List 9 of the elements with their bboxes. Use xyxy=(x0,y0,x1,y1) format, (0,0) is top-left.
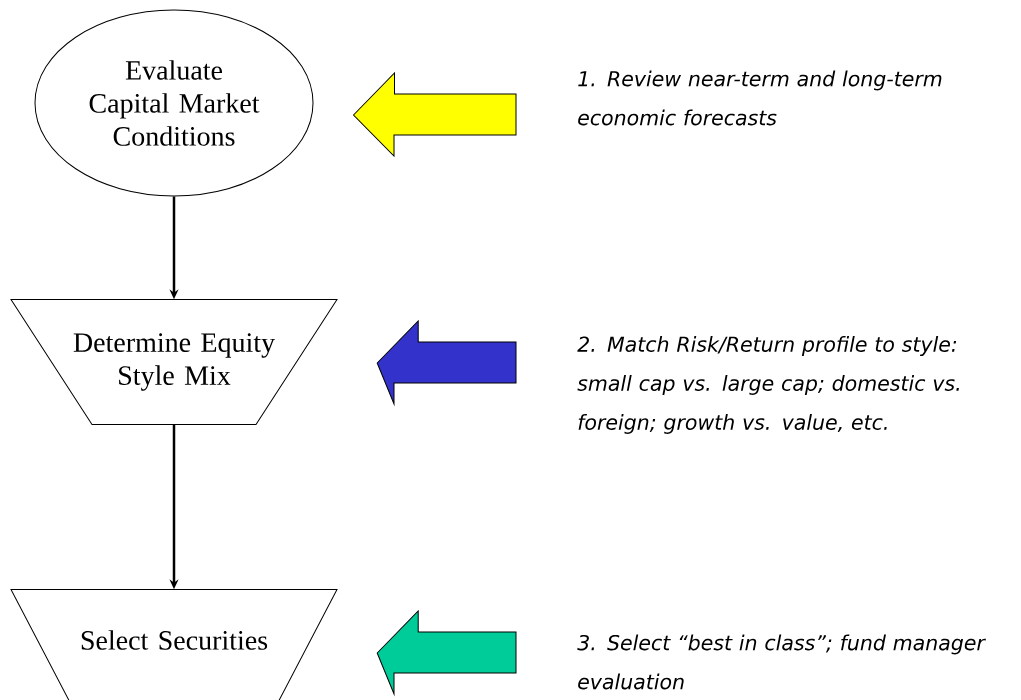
note-text: 3. Select “best in class”; fund manager evaluation xyxy=(577,634,986,690)
block-arrow xyxy=(376,610,517,695)
block-arrow xyxy=(376,320,517,405)
trapezoid-node: Select Securities xyxy=(10,589,338,700)
ellipse-node: Evaluate Capital Market Conditions xyxy=(34,9,314,197)
block-arrow xyxy=(353,72,517,157)
trapezoid-node: Determine Equity Style Mix xyxy=(10,299,338,425)
note-text: 2. Match Risk/Return profile to style: small cap vs. large cap; domestic vs. foreign; growth vs. value, etc. xyxy=(577,336,959,434)
note-text: 1. Review near-term and long-term economic forecasts xyxy=(578,70,942,126)
